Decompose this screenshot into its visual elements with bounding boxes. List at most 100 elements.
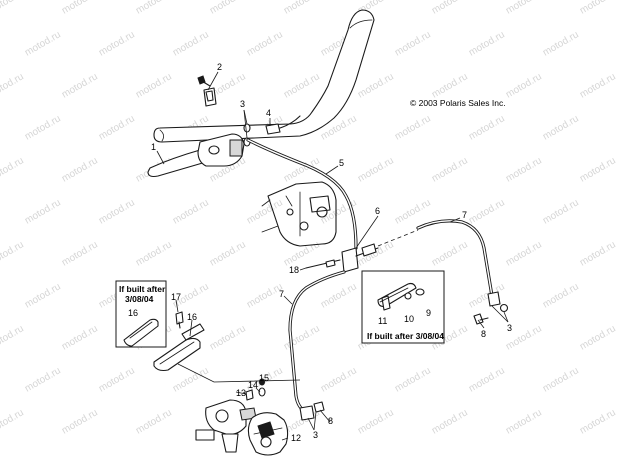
brake-caliper bbox=[247, 412, 289, 456]
watermark-layer: motod.ru motod.ru motod.ru motod.ru motod.ru… bbox=[0, 0, 618, 437]
watermark-text: motod.ru bbox=[541, 281, 581, 310]
callout-10: 10 bbox=[404, 314, 414, 324]
watermark-text: motod.ru bbox=[282, 239, 322, 268]
watermark-text: motod.ru bbox=[393, 29, 433, 58]
watermark-text: motod.ru bbox=[0, 0, 26, 17]
watermark-text: motod.ru bbox=[245, 197, 285, 226]
left-inset-label-line2: 3/08/04 bbox=[125, 294, 154, 304]
callout-5: 5 bbox=[339, 158, 344, 168]
watermark-text: motod.ru bbox=[467, 29, 507, 58]
watermark-text: motod.ru bbox=[430, 239, 470, 268]
parts-13-14-15 bbox=[245, 378, 266, 401]
watermark-text: motod.ru bbox=[578, 0, 618, 17]
watermark-text: motod.ru bbox=[97, 197, 137, 226]
callout-12: 12 bbox=[291, 433, 301, 443]
brake-lever-assembly bbox=[147, 133, 245, 178]
callout-3-lower: 3 bbox=[313, 430, 318, 440]
watermark-text: motod.ru bbox=[504, 239, 544, 268]
watermark-text: motod.ru bbox=[504, 71, 544, 100]
watermark-text: motod.ru bbox=[504, 155, 544, 184]
watermark-text: motod.ru bbox=[23, 365, 63, 394]
watermark-text: motod.ru bbox=[578, 323, 618, 352]
junction-block bbox=[341, 229, 419, 273]
watermark-text: motod.ru bbox=[23, 197, 63, 226]
left-inset bbox=[115, 280, 167, 348]
watermark-text: motod.ru bbox=[23, 113, 63, 142]
callout-16-inset: 16 bbox=[128, 308, 138, 318]
frame-bracket bbox=[261, 181, 337, 247]
watermark-text: motod.ru bbox=[467, 197, 507, 226]
part-17-screw bbox=[175, 311, 184, 329]
part-8-bolt-lower bbox=[313, 401, 325, 413]
part-16-bracket bbox=[153, 323, 205, 372]
watermark-text: motod.ru bbox=[23, 281, 63, 310]
leader-lines bbox=[156, 71, 509, 441]
watermark-text: motod.ru bbox=[467, 365, 507, 394]
watermark-text: motod.ru bbox=[541, 113, 581, 142]
watermark-text: motod.ru bbox=[60, 407, 100, 436]
callout-9: 9 bbox=[426, 308, 431, 318]
watermark-text: motod.ru bbox=[0, 71, 26, 100]
watermark-text: motod.ru bbox=[356, 155, 396, 184]
watermark-text: motod.ru bbox=[430, 0, 470, 17]
copyright-text: © 2003 Polaris Sales Inc. bbox=[410, 98, 506, 108]
watermark-text: motod.ru bbox=[0, 323, 26, 352]
watermark-text: motod.ru bbox=[393, 197, 433, 226]
callout-16: 16 bbox=[187, 312, 197, 322]
watermark-text: motod.ru bbox=[430, 155, 470, 184]
watermark-text: motod.ru bbox=[60, 71, 100, 100]
watermark-text: motod.ru bbox=[541, 29, 581, 58]
callout-15: 15 bbox=[259, 373, 269, 383]
watermark-text: motod.ru bbox=[171, 365, 211, 394]
watermark-text: motod.ru bbox=[0, 155, 26, 184]
part-18-bolt bbox=[305, 259, 341, 269]
callout-6: 6 bbox=[375, 206, 380, 216]
watermark-text: motod.ru bbox=[282, 0, 322, 17]
watermark-text: motod.ru bbox=[356, 71, 396, 100]
right-inset-label: If built after 3/08/04 bbox=[367, 331, 444, 341]
callout-18: 18 bbox=[289, 265, 299, 275]
brake-cable-7-rear bbox=[416, 219, 509, 313]
callout-14: 14 bbox=[248, 380, 258, 390]
callout-3-right: 3 bbox=[507, 323, 512, 333]
watermark-text: motod.ru bbox=[356, 407, 396, 436]
brake-cable-7-front bbox=[288, 270, 346, 421]
callout-4: 4 bbox=[266, 108, 271, 118]
brake-cable-5 bbox=[246, 138, 358, 250]
watermark-text: motod.ru bbox=[578, 155, 618, 184]
watermark-text: motod.ru bbox=[60, 155, 100, 184]
watermark-text: motod.ru bbox=[430, 407, 470, 436]
watermark-text: motod.ru bbox=[541, 365, 581, 394]
callout-17: 17 bbox=[171, 292, 181, 302]
right-inset bbox=[361, 270, 445, 344]
watermark-text: motod.ru bbox=[97, 29, 137, 58]
watermark-text: motod.ru bbox=[60, 323, 100, 352]
callout-7-left: 7 bbox=[279, 289, 284, 299]
spindle-knuckle bbox=[195, 399, 257, 453]
watermark-text: motod.ru bbox=[0, 407, 26, 436]
watermark-text: motod.ru bbox=[97, 113, 137, 142]
callout-1: 1 bbox=[151, 142, 156, 152]
watermark-text: motod.ru bbox=[578, 407, 618, 436]
watermark-text: motod.ru bbox=[208, 239, 248, 268]
watermark-text: motod.ru bbox=[60, 239, 100, 268]
callout-13: 13 bbox=[236, 388, 246, 398]
callout-11: 11 bbox=[378, 316, 387, 326]
callout-8-lower: 8 bbox=[328, 416, 333, 426]
watermark-text: motod.ru bbox=[208, 0, 248, 17]
watermark-text: motod.ru bbox=[282, 71, 322, 100]
watermark-text: motod.ru bbox=[97, 365, 137, 394]
watermark-text: motod.ru bbox=[467, 113, 507, 142]
callout-7-right: 7 bbox=[462, 210, 467, 220]
watermark-text: motod.ru bbox=[134, 407, 174, 436]
callout-3-top: 3 bbox=[240, 99, 245, 109]
watermark-text: motod.ru bbox=[578, 71, 618, 100]
watermark-text: motod.ru bbox=[504, 0, 544, 17]
watermark-text: motod.ru bbox=[171, 29, 211, 58]
watermark-text: motod.ru bbox=[393, 113, 433, 142]
part-2-clamp bbox=[197, 75, 217, 107]
watermark-text: motod.ru bbox=[208, 323, 248, 352]
watermark-text: motod.ru bbox=[504, 407, 544, 436]
part-8-bolt-right bbox=[473, 313, 489, 325]
